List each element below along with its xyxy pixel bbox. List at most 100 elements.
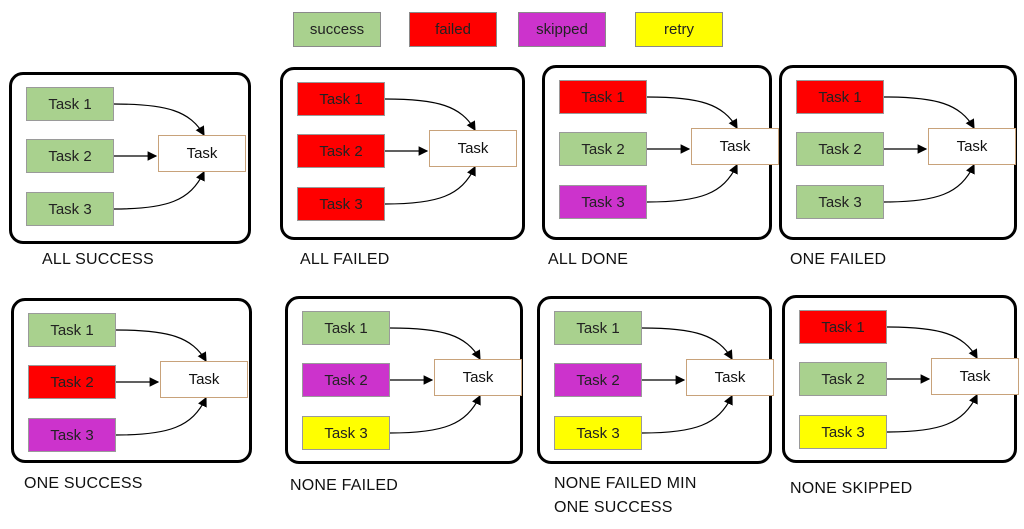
trigger-rule-caption: ONE SUCCESS <box>24 475 143 492</box>
downstream-task: Task <box>691 128 779 165</box>
downstream-task: Task <box>931 358 1019 395</box>
upstream-task-2: Task 2 <box>554 363 642 397</box>
downstream-task: Task <box>686 359 774 396</box>
dependency-arrow <box>883 163 975 203</box>
task-label: Task 1 <box>821 318 865 336</box>
upstream-task-2: Task 2 <box>28 365 116 399</box>
task-label: Task 1 <box>581 88 625 106</box>
trigger-rule-panel: Task 1 Task 2 Task 3 Task <box>782 295 1019 463</box>
trigger-rule-panel: Task 1 Task 2 Task 3 Task <box>537 296 774 464</box>
legend-failed: failed <box>409 12 497 47</box>
task-label: Task 2 <box>581 140 625 158</box>
task-label: Task 3 <box>581 193 625 211</box>
upstream-task-1: Task 1 <box>796 80 884 114</box>
trigger-rule-caption: NONE SKIPPED <box>790 480 913 497</box>
upstream-task-2: Task 2 <box>297 134 385 168</box>
upstream-task-3: Task 3 <box>554 416 642 450</box>
upstream-task-2: Task 2 <box>799 362 887 396</box>
downstream-task: Task <box>928 128 1016 165</box>
task-label: Task <box>959 368 991 385</box>
task-label: Task <box>714 369 746 386</box>
task-label: Task 1 <box>324 319 368 337</box>
task-label: Task 2 <box>324 371 368 389</box>
legend-label: success <box>309 21 365 38</box>
dependency-arrow <box>646 163 738 203</box>
upstream-task-1: Task 1 <box>28 313 116 347</box>
task-label: Task <box>188 371 220 388</box>
task-label: Task 3 <box>576 424 620 442</box>
dependency-arrow <box>389 394 481 434</box>
upstream-task-3: Task 3 <box>302 416 390 450</box>
legend-success: success <box>293 12 381 47</box>
task-label: Task 3 <box>319 195 363 213</box>
downstream-task: Task <box>160 361 248 398</box>
upstream-task-2: Task 2 <box>559 132 647 166</box>
trigger-rule-panel: Task 1 Task 2 Task 3 Task <box>11 298 252 463</box>
dependency-arrow <box>384 98 476 132</box>
upstream-task-2: Task 2 <box>796 132 884 166</box>
upstream-task-1: Task 1 <box>559 80 647 114</box>
dependency-arrow <box>646 96 738 130</box>
upstream-task-1: Task 1 <box>554 311 642 345</box>
upstream-task-3: Task 3 <box>799 415 887 449</box>
downstream-task: Task <box>158 135 246 172</box>
legend-label: retry <box>664 21 694 38</box>
legend-skipped: skipped <box>518 12 606 47</box>
trigger-rule-panel: Task 1 Task 2 Task 3 Task <box>285 296 523 464</box>
upstream-task-1: Task 1 <box>302 311 390 345</box>
task-label: Task <box>956 138 988 155</box>
legend-retry: retry <box>635 12 723 47</box>
upstream-task-2: Task 2 <box>26 139 114 173</box>
task-label: Task 3 <box>821 423 865 441</box>
upstream-task-3: Task 3 <box>796 185 884 219</box>
trigger-rule-panel: Task 1 Task 2 Task 3 Task <box>779 65 1017 240</box>
legend-label: failed <box>435 21 471 38</box>
task-label: Task <box>457 140 489 157</box>
task-label: Task <box>719 138 751 155</box>
dependency-arrow <box>641 394 733 434</box>
downstream-task: Task <box>429 130 517 167</box>
task-label: Task 2 <box>50 373 94 391</box>
task-label: Task 1 <box>48 95 92 113</box>
task-label: Task 3 <box>50 426 94 444</box>
task-label: Task 2 <box>319 142 363 160</box>
task-label: Task 3 <box>48 200 92 218</box>
task-label: Task 2 <box>821 370 865 388</box>
trigger-rule-panel: Task 1 Task 2 Task 3 Task <box>542 65 779 240</box>
task-label: Task 2 <box>576 371 620 389</box>
task-label: Task 1 <box>319 90 363 108</box>
task-label: Task <box>462 369 494 386</box>
dependency-arrow <box>113 103 205 137</box>
trigger-rule-caption: ALL DONE <box>548 251 629 268</box>
legend-label: skipped <box>536 21 588 38</box>
task-label: Task 2 <box>818 140 862 158</box>
trigger-rule-caption: ALL FAILED <box>300 251 390 268</box>
dependency-arrow <box>384 165 476 205</box>
trigger-rule-panel: Task 1 Task 2 Task 3 Task <box>9 72 251 244</box>
upstream-task-1: Task 1 <box>799 310 887 344</box>
dependency-arrow <box>641 327 733 361</box>
trigger-rule-caption: NONE FAILED MIN ONE SUCCESS <box>554 475 697 516</box>
task-label: Task 3 <box>818 193 862 211</box>
trigger-rule-caption: ALL SUCCESS <box>42 251 154 268</box>
upstream-task-2: Task 2 <box>302 363 390 397</box>
dependency-arrow <box>113 170 205 210</box>
dependency-arrow <box>115 396 207 436</box>
upstream-task-3: Task 3 <box>28 418 116 452</box>
upstream-task-1: Task 1 <box>297 82 385 116</box>
task-label: Task 1 <box>50 321 94 339</box>
task-label: Task 1 <box>576 319 620 337</box>
task-label: Task <box>186 145 218 162</box>
trigger-rule-caption: NONE FAILED <box>290 477 399 494</box>
dependency-arrow <box>886 393 978 433</box>
trigger-rule-caption: ONE FAILED <box>790 251 887 268</box>
task-label: Task 3 <box>324 424 368 442</box>
task-label: Task 1 <box>818 88 862 106</box>
dependency-arrow <box>886 326 978 360</box>
dependency-arrow <box>883 96 975 130</box>
dependency-arrow <box>389 327 481 361</box>
task-label: Task 2 <box>48 147 92 165</box>
dependency-arrow <box>115 329 207 363</box>
upstream-task-3: Task 3 <box>559 185 647 219</box>
downstream-task: Task <box>434 359 522 396</box>
